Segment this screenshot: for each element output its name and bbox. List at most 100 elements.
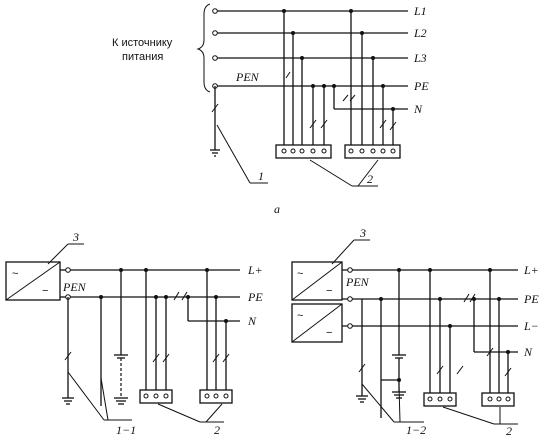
junction	[349, 9, 353, 13]
diagram-left: ~ − 3 L+ PE N PEN	[5, 230, 263, 437]
terminal	[347, 267, 353, 273]
conductor-tick	[463, 293, 470, 303]
callout-leader-12	[361, 383, 395, 423]
callout-3-right: 3	[359, 226, 366, 240]
junction	[224, 319, 228, 323]
label-N: N	[247, 314, 257, 328]
callout-3: 3	[72, 230, 79, 244]
terminal	[380, 148, 386, 154]
conductor-tick	[181, 291, 188, 301]
callout-leader-2	[309, 159, 353, 187]
conductor-tick	[222, 353, 230, 363]
terminal	[447, 396, 453, 402]
junction	[119, 268, 123, 272]
junction	[99, 295, 103, 299]
junction	[379, 297, 383, 301]
junction	[371, 56, 375, 60]
junction	[381, 84, 385, 88]
junction	[332, 84, 336, 88]
terminal	[370, 148, 376, 154]
terminal	[321, 148, 327, 154]
conductor-tick	[358, 363, 366, 373]
conductor-tick	[162, 353, 170, 363]
device-2-right-2	[481, 392, 515, 407]
label-L2: L2	[413, 26, 427, 40]
junction	[391, 107, 395, 111]
terminal	[143, 393, 149, 399]
symbol-dc-1: −	[326, 285, 332, 297]
junction	[205, 268, 209, 272]
conductor-tick	[389, 121, 397, 131]
callout-leader-2	[157, 403, 201, 423]
terminal	[212, 55, 218, 61]
junction	[397, 268, 401, 272]
terminal	[348, 148, 354, 154]
diagram-a: К источнику питания L1 L2 L3 PE N PEN	[112, 3, 429, 216]
terminal	[153, 393, 159, 399]
junction	[497, 297, 501, 301]
junction	[360, 31, 364, 35]
conductor-tick	[211, 103, 219, 113]
junction	[506, 350, 510, 354]
source-diagonal	[5, 261, 61, 301]
label-PEN: PEN	[62, 280, 87, 294]
source-diagonal	[291, 303, 343, 343]
junction	[438, 297, 442, 301]
label-Lplus: L+	[247, 263, 263, 277]
conductor-tick	[436, 365, 444, 375]
device-2-left-2	[199, 389, 233, 404]
power-source-box	[5, 261, 61, 301]
terminal	[487, 396, 493, 402]
terminal	[163, 393, 169, 399]
terminal	[310, 148, 316, 154]
junction	[448, 324, 452, 328]
device-2-left-1	[139, 389, 173, 404]
source-diagonal	[291, 261, 343, 301]
callout-leader-12	[398, 385, 401, 423]
terminal	[390, 148, 396, 154]
terminal	[347, 323, 353, 329]
label-PEN: PEN	[345, 275, 370, 289]
terminal	[213, 393, 219, 399]
source-label-line2: питания	[122, 51, 163, 63]
terminal	[281, 148, 287, 154]
terminal	[347, 296, 353, 302]
callout-leader-2	[442, 406, 495, 425]
terminal	[437, 396, 443, 402]
junction	[300, 56, 304, 60]
label-L1: L1	[413, 4, 427, 18]
conductor-tick	[379, 119, 387, 129]
label-N: N	[413, 102, 423, 116]
callout-leader-11	[100, 377, 109, 421]
conductor-tick	[152, 353, 160, 363]
label-PE: PE	[523, 292, 539, 306]
junction	[186, 295, 190, 299]
junction	[154, 295, 158, 299]
terminal	[427, 396, 433, 402]
terminal	[212, 8, 218, 14]
conductor-tick	[320, 119, 328, 129]
symbol-ac-1: ~	[297, 268, 303, 280]
terminal	[505, 396, 511, 402]
terminal	[204, 393, 210, 399]
label-Lplus: L+	[523, 263, 539, 277]
junction	[322, 84, 326, 88]
diagram-right: ~ − ~ − 3 L+ PE L− N PEN	[291, 226, 539, 438]
junction	[291, 31, 295, 35]
callout-leader-2	[357, 159, 379, 187]
source-brace	[196, 3, 211, 93]
junction	[282, 9, 286, 13]
conductor-tick	[342, 94, 349, 102]
junction	[144, 268, 148, 272]
power-source-box-2	[291, 303, 343, 343]
source-label-line1: К источнику	[112, 37, 173, 49]
conductor-tick	[173, 291, 180, 301]
terminal	[223, 393, 229, 399]
callout-2-left: 2	[214, 423, 220, 437]
terminal	[290, 148, 296, 154]
junction	[488, 268, 492, 272]
terminal	[496, 396, 502, 402]
junction	[164, 295, 168, 299]
conductor-tick	[309, 119, 317, 129]
